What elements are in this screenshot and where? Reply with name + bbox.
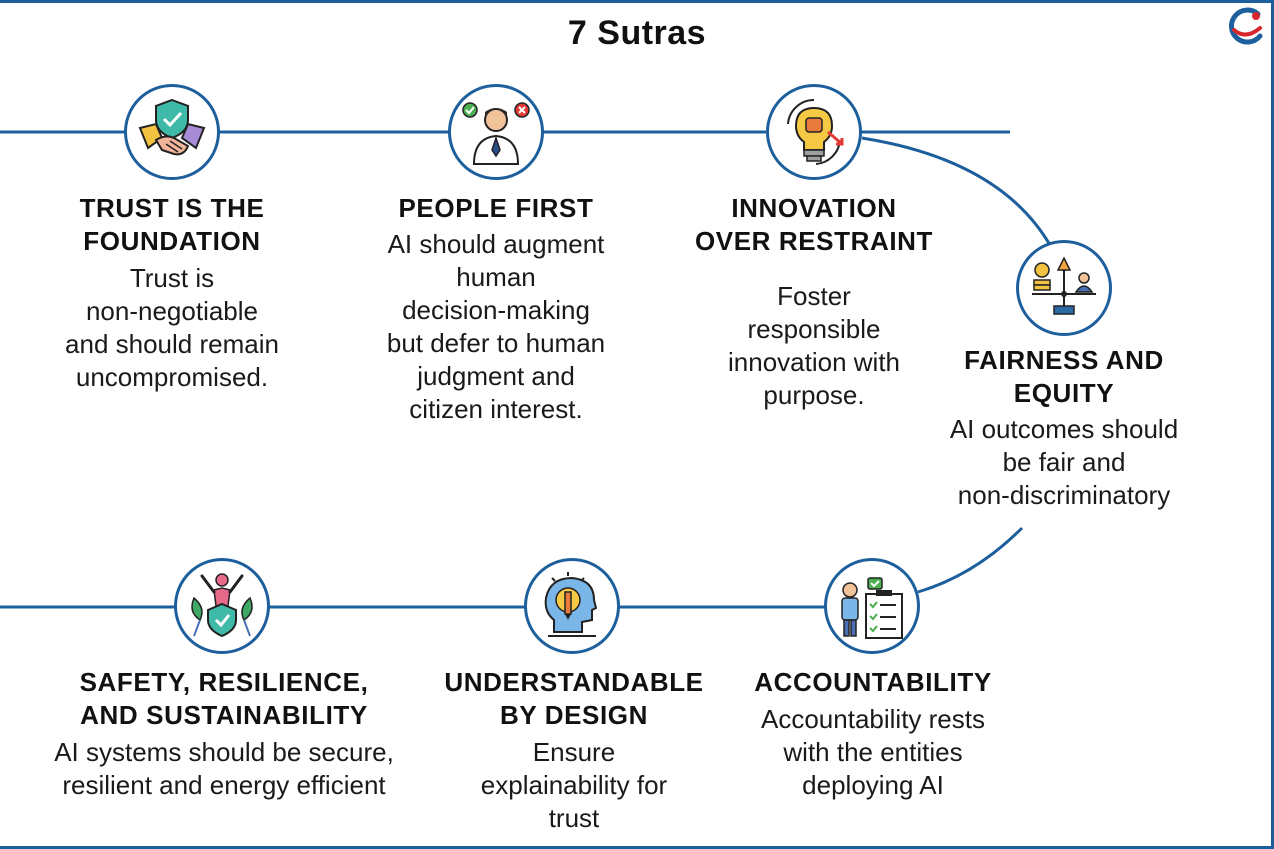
sutra-node-fairness	[1016, 240, 1112, 336]
sutra-title-fairness: FAIRNESS AND EQUITY	[964, 345, 1164, 408]
curve-connector-lower	[917, 526, 1024, 594]
sutra-title-people: PEOPLE FIRST	[398, 193, 594, 223]
sutra-node-trust	[124, 84, 220, 180]
sutra-description-accountability: Accountability rests with the entities d…	[761, 704, 985, 800]
checklist-person-icon	[841, 577, 903, 639]
sutra-node-safety	[174, 558, 270, 654]
sutra-description-innovation: Foster responsible innovation with purpo…	[728, 281, 900, 410]
person-choice-icon	[462, 102, 530, 165]
shield-leaves-icon	[191, 573, 253, 638]
sutra-title-safety: SAFETY, RESILIENCE, AND SUSTAINABILITY	[79, 667, 369, 730]
sutra-node-people	[448, 84, 544, 180]
sutra-title-accountability: ACCOUNTABILITY	[754, 667, 992, 697]
head-pencil-icon	[544, 572, 598, 637]
balance-scale-icon	[1032, 256, 1096, 315]
sutra-description-fairness: AI outcomes should be fair and non-discr…	[949, 414, 1179, 510]
sutra-node-understandable	[524, 558, 620, 654]
diagram-title: 7 Sutras	[567, 14, 707, 52]
sutra-title-understandable: UNDERSTANDABLE BY DESIGN	[444, 667, 704, 730]
sutra-description-people: AI should augment human decision-making …	[386, 229, 606, 424]
sutra-node-innovation	[766, 84, 862, 180]
sutra-description-trust: Trust is non-negotiable and should remai…	[65, 263, 279, 392]
sutra-title-innovation: INNOVATION OVER RESTRAINT	[694, 193, 934, 256]
sutra-description-understandable: Ensure explainability for trust	[480, 737, 668, 833]
curve-connector-upper	[861, 136, 1052, 246]
lightbulb-fist-icon	[787, 98, 844, 165]
sutra-description-safety: AI systems should be secure, resilient a…	[54, 737, 394, 800]
handshake-shield-icon	[138, 98, 206, 156]
brand-logo-icon	[1228, 7, 1263, 45]
sutra-title-trust: TRUST IS THE FOUNDATION	[79, 193, 265, 256]
sutra-node-accountability	[824, 558, 920, 654]
